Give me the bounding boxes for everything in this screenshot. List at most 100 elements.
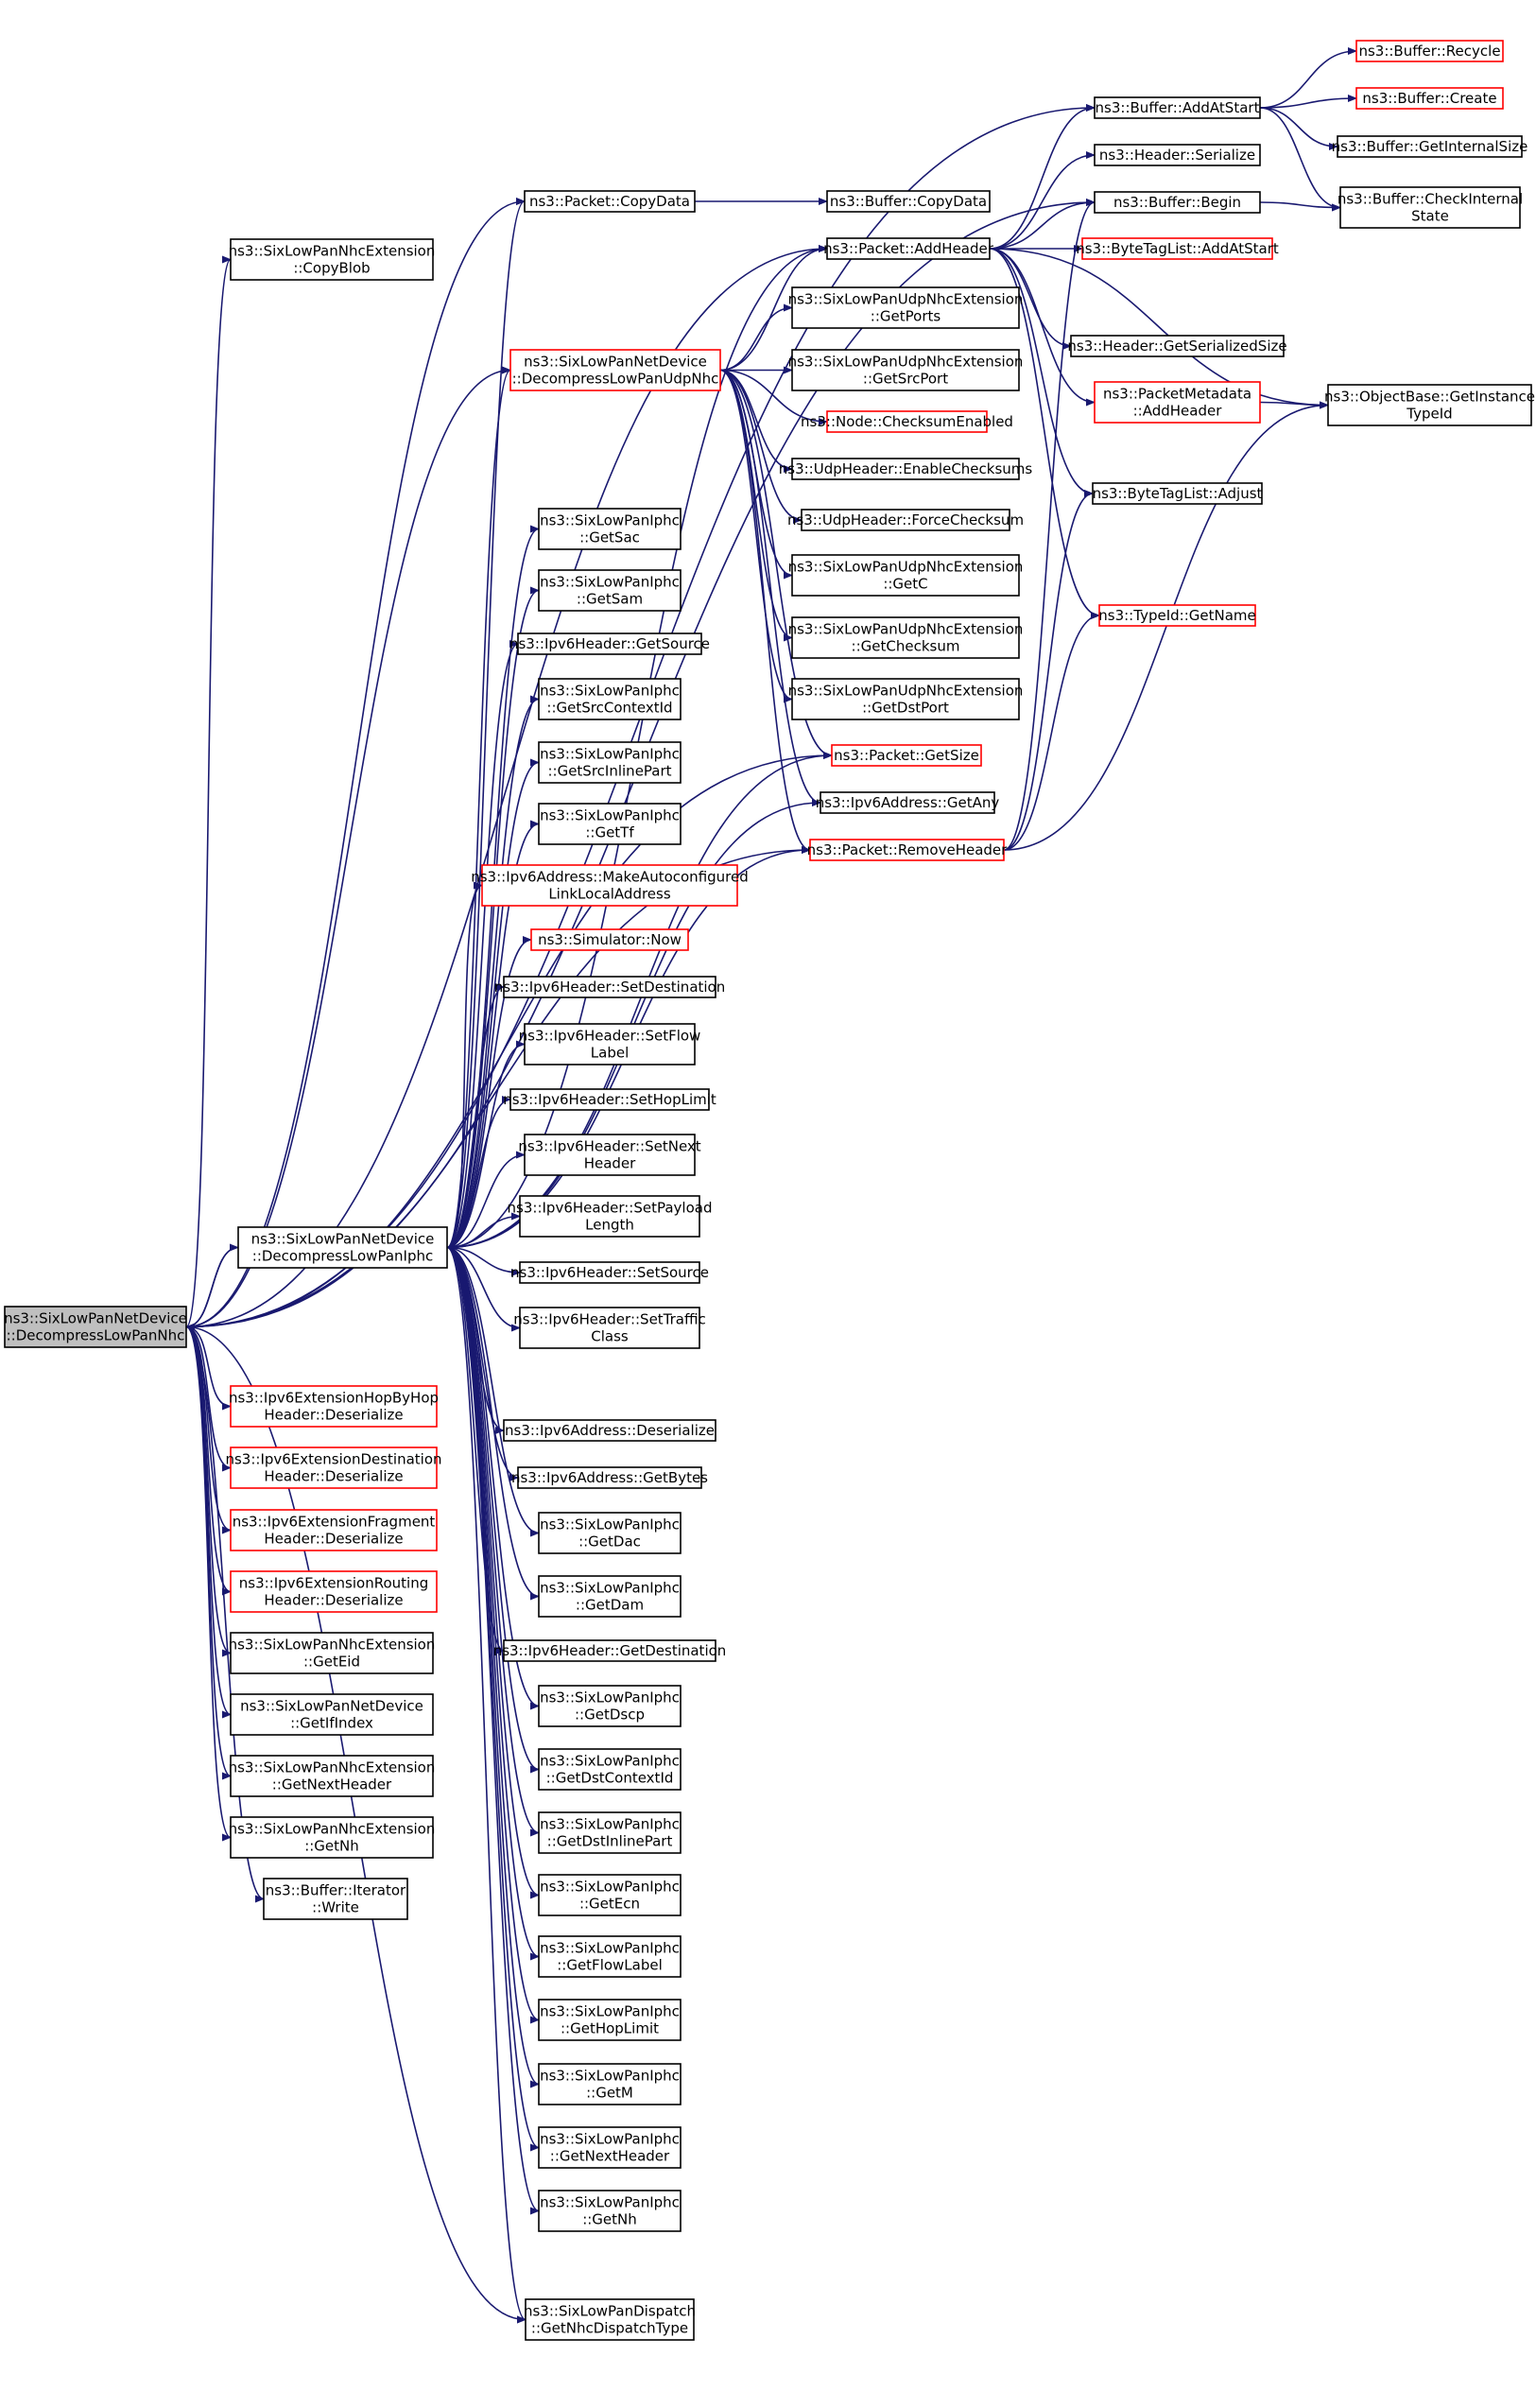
node-buf-copy-data[interactable]: ns3::Buffer::CopyData (826, 190, 991, 213)
node-get-dac[interactable]: ns3::SixLowPanIphc::GetDac (538, 1512, 682, 1554)
node-make-auto[interactable]: ns3::Ipv6Address::MakeAutoconfiguredLink… (471, 864, 749, 907)
node-get-nhc-dispatch-type[interactable]: ns3::SixLowPanDispatch::GetNhcDispatchTy… (524, 2298, 696, 2341)
node-get-internal-size[interactable]: ns3::Buffer::GetInternalSize (1332, 135, 1528, 158)
node-recycle[interactable]: ns3::Buffer::Recycle (1355, 40, 1504, 62)
edge-root-to-get-if-index (185, 1325, 232, 1719)
node-sim-now[interactable]: ns3::Simulator::Now (530, 928, 689, 951)
node-hdr-serialize[interactable]: ns3::Header::Serialize (1094, 144, 1261, 166)
node-iphc-get-next-header[interactable]: ns3::SixLowPanIphc::GetNextHeader (538, 2126, 682, 2169)
node-iphc-get-nh[interactable]: ns3::SixLowPanIphc::GetNh (538, 2190, 682, 2232)
node-type-id-get-name[interactable]: ns3::TypeId::GetName (1098, 604, 1256, 627)
node-label: ::GetDac (578, 1533, 641, 1550)
node-box (1355, 40, 1504, 62)
node-label: ns3::SixLowPanNhcExtension (229, 1637, 436, 1654)
node-set-source[interactable]: ns3::Ipv6Header::SetSource (510, 1261, 709, 1284)
node-get-src-inline-part[interactable]: ns3::SixLowPanIphc::GetSrcInlinePart (538, 741, 682, 784)
node-nhc-get-next-header[interactable]: ns3::SixLowPanNhcExtension::GetNextHeade… (229, 1755, 436, 1797)
node-root[interactable]: ns3::SixLowPanNetDevice::DecompressLowPa… (4, 1306, 187, 1348)
node-label: ns3::Ipv6ExtensionHopByHop (229, 1390, 439, 1407)
node-get-ports[interactable]: ns3::SixLowPanUdpNhcExtension::GetPorts (788, 286, 1024, 329)
node-enable-checksums[interactable]: ns3::UdpHeader::EnableChecksums (779, 458, 1033, 480)
edge-root-to-dludp (185, 366, 511, 1328)
node-get-sam[interactable]: ns3::SixLowPanIphc::GetSam (538, 569, 682, 612)
node-box (519, 1261, 700, 1284)
node-box (503, 1639, 716, 1662)
node-get-src-context-id[interactable]: ns3::SixLowPanIphc::GetSrcContextId (538, 678, 682, 720)
node-get-flow-label[interactable]: ns3::SixLowPanIphc::GetFlowLabel (538, 1935, 682, 1978)
node-box (809, 839, 1005, 861)
node-label: ns3::Ipv6Header::SetPayload (508, 1200, 713, 1217)
node-get-checksum[interactable]: ns3::SixLowPanUdpNhcExtension::GetChecks… (788, 616, 1024, 659)
node-get-if-index[interactable]: ns3::SixLowPanNetDevice::GetIfIndex (230, 1693, 434, 1736)
node-dliphc[interactable]: ns3::SixLowPanNetDevice::DecompressLowPa… (237, 1226, 448, 1269)
node-addr-deserialize[interactable]: ns3::Ipv6Address::Deserialize (503, 1419, 716, 1442)
node-set-destination[interactable]: ns3::Ipv6Header::SetDestination (494, 976, 726, 998)
node-frag[interactable]: ns3::Ipv6ExtensionFragmentHeader::Deseri… (230, 1509, 438, 1551)
node-label: ::GetPorts (871, 308, 941, 325)
node-label: ns3::SixLowPanUdpNhcExtension (788, 683, 1024, 700)
node-nhc-get-nh[interactable]: ns3::SixLowPanNhcExtension::GetNh (229, 1816, 436, 1859)
node-force-checksum[interactable]: ns3::UdpHeader::ForceChecksum (787, 509, 1024, 531)
node-get-ecn[interactable]: ns3::SixLowPanIphc::GetEcn (538, 1874, 682, 1916)
node-label: State (1411, 208, 1449, 225)
node-label: ::GetFlowLabel (557, 1957, 663, 1974)
edge-root-to-dest (185, 1325, 232, 1472)
node-label: ::GetSac (579, 529, 640, 546)
node-box (538, 1935, 682, 1978)
node-add-header[interactable]: ns3::Packet::AddHeader (823, 237, 994, 260)
node-get-c[interactable]: ns3::SixLowPanUdpNhcExtension::GetC (788, 554, 1024, 597)
node-pm-add-header[interactable]: ns3::PacketMetadata::AddHeader (1094, 381, 1261, 424)
node-label: TypeId (1406, 406, 1452, 423)
node-label: ns3::ByteTagList::AddAtStart (1076, 240, 1279, 257)
node-btl-add-at-start[interactable]: ns3::ByteTagList::AddAtStart (1076, 237, 1279, 260)
node-box (530, 928, 689, 951)
node-get-dst-context-id[interactable]: ns3::SixLowPanIphc::GetDstContextId (538, 1748, 682, 1791)
node-add-at-start[interactable]: ns3::Buffer::AddAtStart (1094, 96, 1261, 119)
node-get-size[interactable]: ns3::Packet::GetSize (831, 744, 982, 767)
node-label: ns3::Buffer::Create (1362, 90, 1496, 107)
node-get-serialized-size[interactable]: ns3::Header::GetSerializedSize (1067, 335, 1287, 357)
node-get-hop-limit[interactable]: ns3::SixLowPanIphc::GetHopLimit (538, 1999, 682, 2041)
edge-dludp-to-get-size (719, 369, 833, 759)
node-ipv6-get-source[interactable]: ns3::Ipv6Header::GetSource (509, 632, 710, 655)
node-label: ns3::Ipv6Address::GetAny (816, 794, 1000, 811)
node-dludp[interactable]: ns3::SixLowPanNetDevice::DecompressLowPa… (509, 349, 721, 391)
node-get-m[interactable]: ns3::SixLowPanIphc::GetM (538, 2063, 682, 2105)
node-get-any[interactable]: ns3::Ipv6Address::GetAny (816, 791, 1000, 814)
edge-dliphc-to-get-hop-limit (446, 1246, 540, 2024)
node-create[interactable]: ns3::Buffer::Create (1355, 87, 1504, 110)
node-label: ns3::SixLowPanUdpNhcExtension (788, 354, 1024, 371)
node-box (230, 1385, 438, 1428)
node-get-dst-port[interactable]: ns3::SixLowPanUdpNhcExtension::GetDstPor… (788, 678, 1024, 720)
node-addr-get-bytes[interactable]: ns3::Ipv6Address::GetBytes (511, 1466, 708, 1489)
node-ipv6-get-destination[interactable]: ns3::Ipv6Header::GetDestination (493, 1639, 727, 1662)
node-get-sac[interactable]: ns3::SixLowPanIphc::GetSac (538, 508, 682, 550)
node-checksum-enabled[interactable]: ns3::Node::ChecksumEnabled (801, 410, 1013, 433)
node-label: ::GetIfIndex (290, 1715, 373, 1732)
node-set-hop-limit[interactable]: ns3::Ipv6Header::SetHopLimit (503, 1088, 716, 1111)
node-box (820, 791, 995, 814)
node-get-dst-inline-part[interactable]: ns3::SixLowPanIphc::GetDstInlinePart (538, 1811, 682, 1854)
node-copy-blob[interactable]: ns3::SixLowPanNhcExtension::CopyBlob (229, 238, 436, 281)
node-btl-adjust[interactable]: ns3::ByteTagList::Adjust (1092, 482, 1263, 505)
node-buf-write[interactable]: ns3::Buffer::Iterator::Write (263, 1878, 408, 1920)
node-get-tf[interactable]: ns3::SixLowPanIphc::GetTf (538, 803, 682, 845)
node-hop[interactable]: ns3::Ipv6ExtensionHopByHopHeader::Deseri… (229, 1385, 439, 1428)
node-buf-begin[interactable]: ns3::Buffer::Begin (1094, 191, 1261, 214)
node-get-dscp[interactable]: ns3::SixLowPanIphc::GetDscp (538, 1685, 682, 1727)
node-routing[interactable]: ns3::Ipv6ExtensionRoutingHeader::Deseria… (230, 1570, 438, 1613)
node-label: ns3::SixLowPanIphc (540, 1940, 680, 1957)
node-get-src-port[interactable]: ns3::SixLowPanUdpNhcExtension::GetSrcPor… (788, 349, 1024, 391)
node-pkt-copy-data[interactable]: ns3::Packet::CopyData (524, 190, 696, 213)
node-remove-header[interactable]: ns3::Packet::RemoveHeader (807, 839, 1008, 861)
node-box (538, 2126, 682, 2169)
node-nhc-get-eid[interactable]: ns3::SixLowPanNhcExtension::GetEid (229, 1632, 436, 1674)
node-dest[interactable]: ns3::Ipv6ExtensionDestinationHeader::Des… (225, 1447, 442, 1489)
node-get-dam[interactable]: ns3::SixLowPanIphc::GetDam (538, 1575, 682, 1618)
